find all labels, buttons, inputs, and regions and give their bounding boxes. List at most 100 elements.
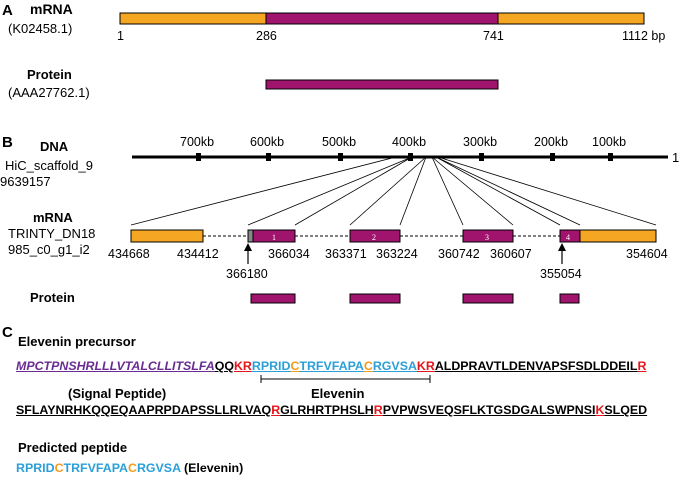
scaffold-name: HiC_scaffold_9: [5, 158, 93, 173]
cleavage-site-kr-1: KR: [233, 359, 252, 373]
kb-label-600: 600kb: [250, 135, 284, 149]
seq-line2-part-4: SLQED: [604, 403, 648, 417]
cleavage-site-r-1: R: [271, 403, 281, 417]
panel-a-protein-accession: (AAA27762.1): [8, 85, 90, 100]
seq-qq: QQ: [214, 359, 234, 373]
transcript-id-line2: 985_c0_g1_i2: [8, 242, 90, 257]
seq-line2-part-1: SFLAYNRHKQQEQAAPRPDAPSSLLRLVAQ: [16, 403, 272, 417]
pred-part-3: RGVSA: [136, 461, 181, 475]
seq-tail-line1: ALDPRAVTLDENVAPSFSDLDDEIL: [434, 359, 638, 373]
mapping-lines: [130, 156, 657, 226]
seq-line2-part-3: PVPWSVEQSFLKTGSDGALSWPNSI: [382, 403, 596, 417]
panel-a-mrna-title: mRNA: [30, 1, 73, 17]
transcript-id-line1: TRINTY_DN18: [8, 226, 95, 241]
kb-label-100: 100kb: [592, 135, 626, 149]
kb-label-300: 300kb: [463, 135, 497, 149]
kb-tick-600: [266, 153, 271, 161]
kb-label-200: 200kb: [534, 135, 568, 149]
kb-axis: 700kb 600kb 500kb 400kb 300kb 200kb 100k…: [180, 135, 626, 161]
panel-a-protein-title: Protein: [27, 67, 72, 82]
scaffold-start-coord: 1: [672, 150, 679, 165]
mrna-utr5-bar: [119, 12, 267, 25]
pred-part-1: RPRID: [16, 461, 55, 475]
coord-354604: 354604: [626, 247, 668, 261]
kb-tick-400: [408, 153, 413, 161]
start-codon-arrow: [244, 243, 252, 264]
kb-tick-500: [338, 153, 343, 161]
coord-360607: 360607: [490, 247, 532, 261]
cleavage-site-kr-2: KR: [416, 359, 435, 373]
kb-tick-100: [608, 153, 613, 161]
coord-366034: 366034: [268, 247, 310, 261]
coord-363224: 363224: [376, 247, 418, 261]
precursor-sequence-line-2: SFLAYNRHKQQEQAAPRPDAPSSLLRLVAQRGLRHRTPHS…: [16, 403, 647, 417]
elevenin-bracket: [260, 375, 431, 383]
predicted-peptide-sequence: RPRIDCTRFVFAPACRGVSA (Elevenin): [16, 461, 243, 475]
precursor-sequence-line-1: MPCTPNSHRLLLVTALCLLITSLFAQQKRRPRIDCTRFVF…: [16, 359, 646, 373]
exon-number-4: 4: [566, 233, 570, 242]
cysteine-2: C: [363, 359, 373, 373]
exon-number-2: 2: [372, 233, 376, 242]
mrna-utr3-bar: [497, 12, 645, 25]
exon-5utr: [130, 229, 204, 243]
kb-tick-200: [550, 153, 555, 161]
exon-number-1: 1: [272, 233, 276, 242]
cleavage-site-k: K: [595, 403, 605, 417]
elevenin-precursor-title: Elevenin precursor: [18, 334, 136, 349]
mrna-pos-286: 286: [256, 29, 277, 43]
protein-segment-4: [559, 293, 580, 304]
elevenin-label: Elevenin: [311, 386, 365, 401]
mrna-cds-bar: [265, 12, 499, 25]
cleavage-site-r-end: R: [637, 359, 647, 373]
arrow-coord-355054: 355054: [540, 267, 582, 281]
kb-label-700: 700kb: [180, 135, 214, 149]
panel-a-mrna-accession: (K02458.1): [8, 21, 72, 36]
kb-tick-300: [479, 153, 484, 161]
coord-434412: 434412: [177, 247, 219, 261]
mrna-pos-741: 741: [483, 29, 504, 43]
mrna-pos-1: 1: [117, 29, 124, 43]
kb-label-400: 400kb: [392, 135, 426, 149]
pred-label: (Elevenin): [180, 461, 244, 475]
exon-3: [462, 229, 514, 243]
exon-3utr: [579, 229, 657, 243]
exon-1-utr-part: [247, 229, 254, 243]
coord-363371: 363371: [325, 247, 367, 261]
kb-tick-700: [196, 153, 201, 161]
stop-codon-arrow: [558, 243, 566, 264]
exon-1: [252, 229, 296, 243]
coord-360742: 360742: [438, 247, 480, 261]
elevenin-seq-part-1: RPRID: [251, 359, 291, 373]
exon-2: [349, 229, 401, 243]
panel-b-mrna-title: mRNA: [33, 210, 73, 225]
arrow-coord-366180: 366180: [226, 267, 268, 281]
panel-b-letter: B: [2, 134, 13, 151]
protein-bar-a: [265, 79, 499, 90]
panel-a-letter: A: [2, 2, 13, 19]
signal-peptide-label: (Signal Peptide): [68, 386, 167, 401]
protein-segment-1: [250, 293, 296, 304]
pred-cysteine-1: C: [54, 461, 64, 475]
pred-part-2: TRFVFAPA: [63, 461, 128, 475]
mrna-pos-1112: 1112 bp: [622, 29, 665, 43]
mrna-gene-model: 1 2 3 4: [130, 229, 657, 243]
panel-b-dna-title: DNA: [40, 139, 69, 154]
predicted-peptide-title: Predicted peptide: [18, 440, 127, 455]
coord-434668: 434668: [108, 247, 150, 261]
cysteine-1: C: [290, 359, 300, 373]
pred-cysteine-2: C: [128, 461, 137, 475]
protein-segment-2: [349, 293, 401, 304]
kb-label-500: 500kb: [322, 135, 356, 149]
panel-c-letter: C: [2, 324, 13, 341]
elevenin-seq-part-3: RGVSA: [372, 359, 417, 373]
signal-peptide-seq: MPCTPNSHRLLLVTALCLLITSLFA: [16, 359, 215, 373]
exon-number-3: 3: [485, 233, 489, 242]
panel-b-protein-title: Protein: [30, 290, 75, 305]
protein-segment-3: [462, 293, 514, 304]
cleavage-site-r-2: R: [373, 403, 383, 417]
exon-4: [559, 229, 581, 243]
elevenin-seq-part-2: TRFVFAPA: [299, 359, 364, 373]
scaffold-end-coord: 9639157: [0, 174, 51, 189]
seq-line2-part-2: GLRHRTPHSLH: [280, 403, 374, 417]
